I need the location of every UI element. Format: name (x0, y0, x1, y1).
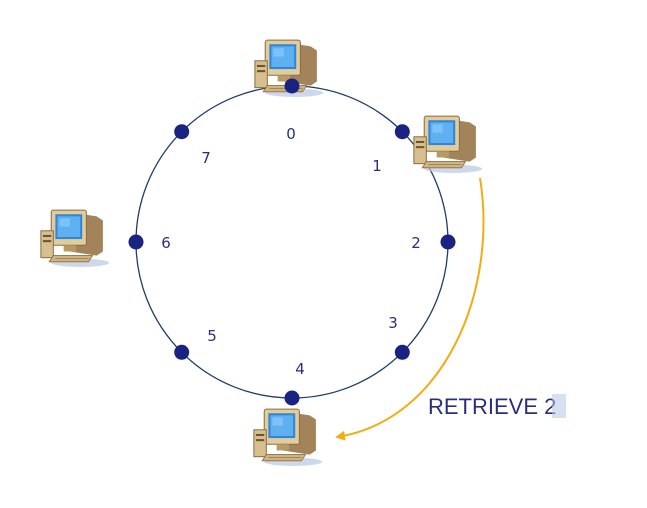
node-label-0: 0 (286, 125, 296, 143)
node-label-2: 2 (411, 234, 421, 252)
node-dot-6 (128, 234, 144, 250)
node-dot-5 (174, 344, 190, 360)
retrieve-caption-prefix: RETRIEVE (428, 394, 544, 419)
node-dot-0 (284, 78, 300, 94)
computer-icon-node-6 (40, 209, 110, 268)
retrieve-caption: RETRIEVE 2 (428, 394, 556, 419)
node-label-6: 6 (161, 234, 171, 252)
computer-icon-node-4 (253, 408, 323, 467)
node-dot-4 (284, 390, 300, 406)
node-label-4: 4 (295, 360, 305, 378)
node-label-3: 3 (388, 314, 398, 332)
node-label-7: 7 (201, 149, 211, 167)
node-dot-7 (174, 124, 190, 140)
node-label-5: 5 (207, 327, 217, 345)
node-label-1: 1 (372, 157, 382, 175)
retrieve-arrow (335, 177, 485, 441)
node-dot-2 (440, 234, 456, 250)
node-dot-3 (394, 344, 410, 360)
node-dots-layer (128, 78, 456, 406)
node-dot-1 (394, 124, 410, 140)
key-highlight (552, 394, 566, 418)
node-labels-layer: 0 1 2 3 4 5 6 7 (161, 125, 421, 378)
computers-layer (40, 39, 483, 467)
computer-icon-node-1 (413, 115, 483, 174)
